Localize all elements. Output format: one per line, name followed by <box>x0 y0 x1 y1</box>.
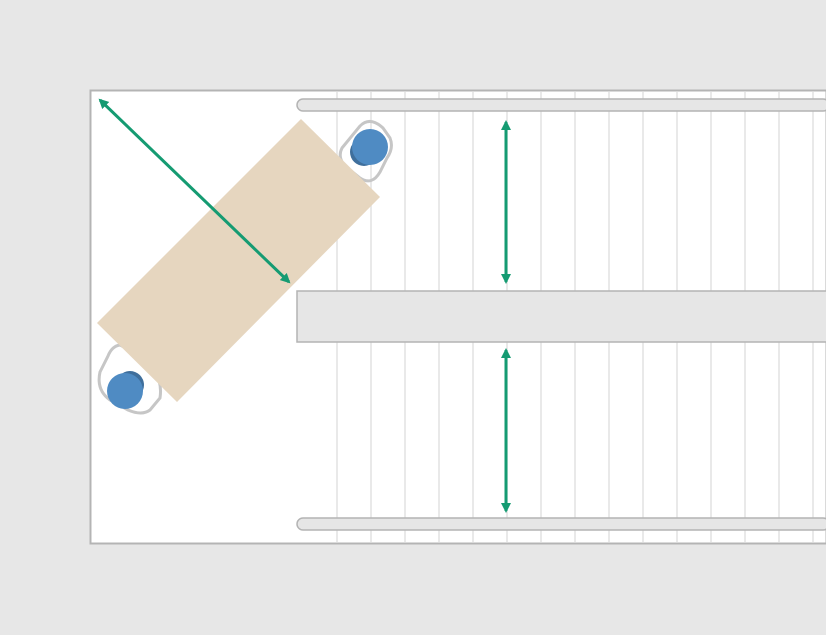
lower-handrail <box>296 517 826 531</box>
lower-wheel-front <box>107 373 143 409</box>
upper-handrail <box>296 98 826 112</box>
center-divider-wall <box>296 290 826 343</box>
diagonal-clearance-arrow <box>98 98 291 284</box>
upper-wheel-front <box>352 129 388 165</box>
